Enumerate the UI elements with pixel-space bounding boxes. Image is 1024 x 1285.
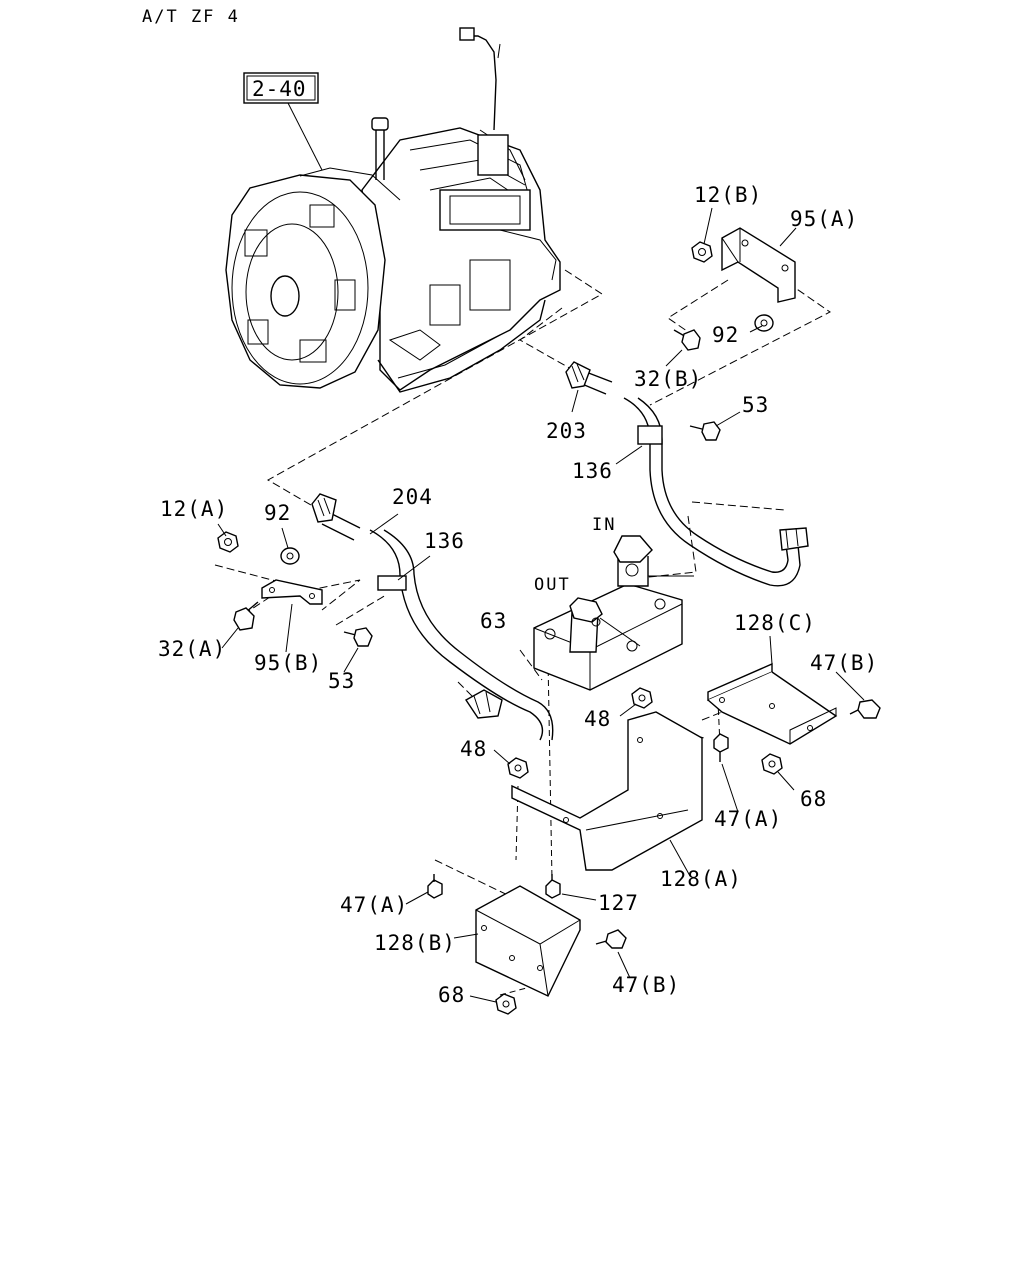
nut-48-left[interactable] — [507, 757, 529, 779]
bracket-128c[interactable] — [707, 662, 838, 745]
bolt-47a-left[interactable] — [427, 874, 443, 899]
callout-68-left: 68 — [438, 983, 465, 1007]
bolt-53-right[interactable] — [689, 421, 721, 441]
nut-68-right[interactable] — [761, 753, 783, 775]
hose-136-left[interactable] — [369, 529, 554, 741]
diagram-title: A/T ZF 4 — [142, 7, 240, 27]
fitting-in[interactable] — [613, 535, 694, 587]
callout-68-right: 68 — [800, 787, 827, 811]
callout-95a: 95(A) — [790, 207, 858, 231]
bolt-127[interactable] — [545, 874, 561, 899]
oil-cooler-63[interactable] — [533, 583, 683, 691]
callout-92-left: 92 — [264, 501, 291, 525]
bolt-47a-right[interactable] — [713, 733, 729, 762]
callout-136-right: 136 — [572, 459, 613, 483]
callout-53-left: 53 — [328, 669, 355, 693]
callout-204: 204 — [392, 485, 433, 509]
hose-203[interactable] — [565, 361, 613, 395]
ref-box-label: 2-40 — [252, 77, 307, 101]
nut-12b[interactable] — [691, 241, 713, 263]
callout-95b: 95(B) — [254, 651, 322, 675]
callout-47a-right: 47(A) — [714, 807, 782, 831]
transmission-assembly — [225, 27, 561, 393]
callout-203: 203 — [546, 419, 587, 443]
bolt-53-left[interactable] — [343, 627, 373, 647]
callout-47a-left: 47(A) — [340, 893, 408, 917]
callout-48-left: 48 — [460, 737, 487, 761]
callout-32a: 32(A) — [158, 637, 226, 661]
nut-68-left[interactable] — [495, 993, 517, 1015]
callout-in: IN — [592, 515, 616, 535]
bolt-47b-left[interactable] — [595, 929, 627, 949]
leader-lines — [217, 207, 865, 1003]
callout-127: 127 — [598, 891, 639, 915]
washer-92-left[interactable] — [280, 547, 300, 565]
bracket-128b[interactable] — [475, 885, 581, 997]
callout-63: 63 — [480, 609, 507, 633]
bracket-128a[interactable] — [511, 711, 703, 871]
callout-32b: 32(B) — [634, 367, 702, 391]
nut-12a[interactable] — [217, 531, 239, 553]
ref-leader — [287, 102, 323, 171]
callout-128b: 128(B) — [374, 931, 456, 955]
callout-92-right: 92 — [712, 323, 739, 347]
callout-53-right: 53 — [742, 393, 769, 417]
bracket-95b[interactable] — [261, 579, 323, 605]
bolt-47b-right[interactable] — [849, 699, 881, 719]
fitting-out[interactable] — [569, 597, 641, 653]
ref-box[interactable]: 2-40 — [243, 72, 319, 104]
nut-48-right[interactable] — [631, 687, 653, 709]
callout-48-right: 48 — [584, 707, 611, 731]
callout-136-left: 136 — [424, 529, 465, 553]
bolt-32b[interactable] — [673, 329, 701, 351]
callout-12a: 12(A) — [160, 497, 228, 521]
bolt-32a[interactable] — [233, 601, 259, 631]
callout-out: OUT — [534, 575, 571, 595]
hose-204[interactable] — [311, 493, 361, 541]
callout-128c: 128(C) — [734, 611, 816, 635]
callout-47b-right: 47(B) — [810, 651, 878, 675]
callout-47b-left: 47(B) — [612, 973, 680, 997]
callout-128a: 128(A) — [660, 867, 742, 891]
callout-12b: 12(B) — [694, 183, 762, 207]
hose-136-right[interactable] — [623, 397, 809, 587]
bracket-95a[interactable] — [721, 227, 796, 303]
